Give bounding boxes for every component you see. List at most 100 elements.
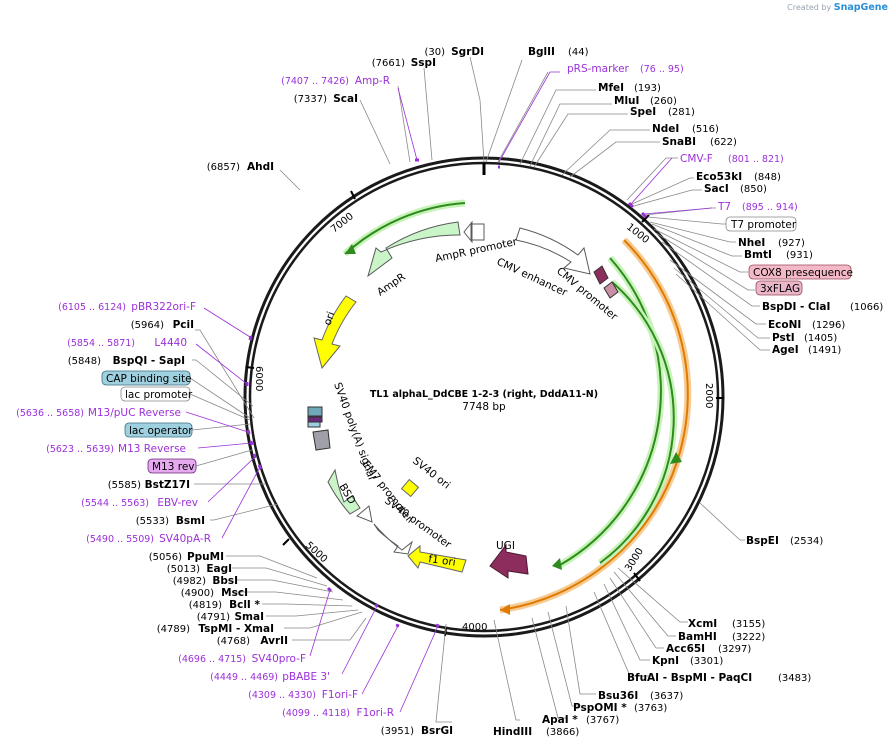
site-snabi: SnaBI	[662, 136, 696, 148]
site-acc65i-pos: (3297)	[718, 644, 751, 655]
site-eco53ki: Eco53kI	[696, 171, 742, 183]
ugi-arrow	[489, 543, 529, 579]
site-nhei: NheI	[738, 237, 765, 249]
sites-right: BglII (44) MfeI (193) MluI (260) SpeI (2…	[493, 46, 883, 738]
snapgene-brand: Created by SnapGene	[787, 2, 888, 13]
box-cap-text: CAP binding site	[106, 373, 192, 385]
scale-ticks	[245, 190, 724, 637]
site-xcmi-pos: (3155)	[732, 619, 765, 630]
site-bsu36i: Bsu36I	[598, 690, 638, 702]
site-bspdi-clai: BspDI - ClaI	[762, 301, 830, 313]
site-bglii-pos: (44)	[568, 47, 589, 58]
leader-lines	[189, 56, 770, 723]
site-bbsi-pos: (4982)	[173, 576, 206, 587]
tick-2000: 2000	[703, 383, 714, 408]
boxed-labels: T7 promoter COX8 presequence 3xFLAG CAP …	[101, 216, 853, 474]
site-spei-pos: (281)	[668, 107, 695, 118]
site-sgrdi: SgrDI	[451, 46, 484, 58]
site-bspei-pos: (2534)	[790, 536, 823, 547]
site-bmti-pos: (931)	[786, 250, 813, 261]
feature-f1-ori: f1 ori	[428, 553, 457, 569]
site-bfuai: BfuAI - BspMI - PaqCI	[627, 672, 752, 684]
site-agei-pos: (1491)	[808, 345, 841, 356]
site-mlui-pos: (260)	[650, 96, 677, 107]
primer-pbr322: pBR322ori-F	[131, 301, 196, 313]
site-bsmi: BsmI	[176, 515, 205, 527]
site-bsmi-pos: (5533)	[136, 516, 169, 527]
primer-ebv-rev: EBV-rev	[157, 497, 198, 509]
primer-pbr322-range: (6105 .. 6124)	[58, 302, 126, 313]
site-hindiii: HindIII	[493, 726, 532, 738]
site-psti-pos: (1405)	[804, 333, 837, 344]
site-sgrdi-pos: (30)	[424, 47, 445, 58]
primer-sv40pa-r-range: (5490 .. 5509)	[86, 534, 154, 545]
primer-prs-marker-range: (76 .. 95)	[640, 64, 684, 75]
plasmid-name: TL1 alphaL_DdCBE 1-2-3 (right, DddA11-N)	[370, 389, 598, 400]
site-mfei: MfeI	[598, 82, 624, 94]
bsd-arrow	[327, 468, 361, 515]
primer-amp-r-range: (7407 .. 7426)	[281, 76, 349, 87]
site-avrii-pos: (4768)	[217, 636, 250, 647]
site-pspomi: PspOMI *	[573, 702, 627, 714]
box-lac-promoter: lac promoter	[120, 386, 193, 402]
box-m13-rev-text: M13 rev	[152, 461, 195, 473]
plasmid-size: 7748 bp	[462, 401, 506, 413]
site-hindiii-pos: (3866)	[546, 727, 579, 738]
site-kpni: KpnI	[652, 655, 679, 667]
cap-site-box	[307, 421, 321, 428]
box-3xflag-text: 3xFLAG	[760, 283, 800, 295]
primer-f1ori-f-range: (4309 .. 4330)	[248, 690, 316, 701]
primer-t7: T7	[717, 201, 731, 213]
box-3xflag: 3xFLAG	[755, 280, 803, 296]
site-acc65i: Acc65I	[666, 643, 705, 655]
feature-ugi: UGI	[496, 540, 515, 552]
site-scai: ScaI	[333, 93, 358, 105]
primer-f1ori-r-range: (4099 .. 4118)	[282, 708, 350, 719]
site-smai: SmaI	[235, 611, 265, 623]
site-bamhi: BamHI	[678, 631, 717, 643]
m13-rev-box	[307, 416, 323, 423]
site-pcii: PciI	[173, 319, 194, 331]
primer-pbabe: pBABE 3'	[282, 671, 330, 683]
site-sspi: SspI	[411, 57, 436, 69]
sv40-promoter-arrow	[373, 523, 414, 555]
cmv-enhancer-arrow	[515, 227, 591, 275]
site-apai: ApaI *	[542, 714, 578, 726]
primer-l4440-range: (5854 .. 5871)	[67, 338, 135, 349]
site-eagi: EagI	[206, 563, 232, 575]
site-apai-pos: (3767)	[586, 715, 619, 726]
primer-m13puc: M13/pUC Reverse	[88, 407, 181, 419]
orf-arrowhead-3	[500, 604, 510, 615]
site-ppumi-pos: (5056)	[149, 552, 182, 563]
box-t7-promoter: T7 promoter	[725, 216, 797, 232]
primer-f1ori-r: F1ori-R	[357, 707, 394, 719]
site-bbsi: BbsI	[212, 575, 238, 587]
orf-arrowhead-2	[552, 558, 562, 570]
site-mfei-pos: (193)	[634, 83, 661, 94]
site-eagi-pos: (5013)	[167, 564, 200, 575]
brand-name: SnapGene	[833, 2, 888, 13]
site-bspdi-clai-pos: (1066)	[850, 302, 883, 313]
ampr-arrow	[367, 221, 461, 278]
site-smai-pos: (4791)	[197, 612, 230, 623]
primer-cmv-f-range: (801 .. 821)	[728, 154, 784, 165]
feature-ori: ori	[322, 310, 338, 327]
site-bspqi: BspQI - SapI	[113, 355, 185, 367]
site-ppumi: PpuMI	[187, 551, 224, 563]
ori-arrow	[313, 295, 357, 370]
feature-ampr: AmpR	[375, 271, 408, 298]
site-bsu36i-pos: (3637)	[650, 691, 683, 702]
sv40-polya-arrow	[312, 429, 331, 451]
box-t7-promoter-text: T7 promoter	[730, 219, 797, 231]
site-avrii: AvrII	[260, 635, 288, 647]
primer-t7-range: (895 .. 914)	[742, 202, 798, 213]
site-msci: MscI	[221, 587, 248, 599]
site-bsrgi: BsrGI	[421, 725, 453, 737]
site-msci-pos: (4900)	[181, 588, 214, 599]
tick-4000: 4000	[462, 622, 487, 633]
orf-green-line	[559, 257, 662, 566]
site-scai-pos: (7337)	[294, 94, 327, 105]
primer-l4440: L4440	[154, 337, 187, 349]
box-cap: CAP binding site	[101, 370, 192, 386]
